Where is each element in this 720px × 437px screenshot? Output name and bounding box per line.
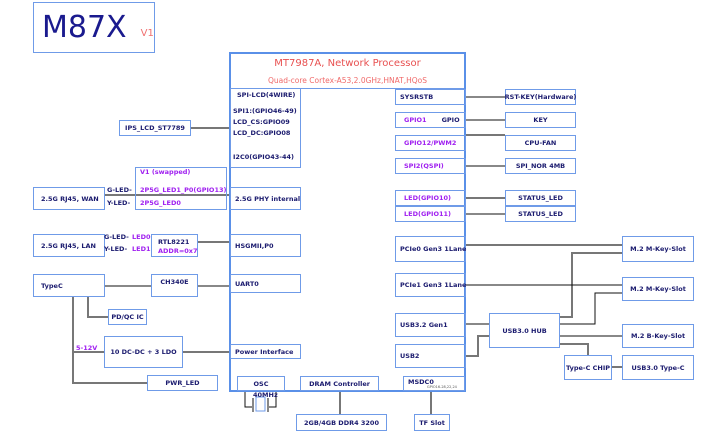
wan-port: 2.5G RJ45, WAN [33, 187, 105, 210]
wan-y-led: Y-LED- [107, 199, 131, 207]
osc: OSC [237, 376, 285, 391]
status-led-1: STATUS_LED [505, 190, 576, 206]
lcd-dc: LCD_DC:GPIO08 [233, 129, 291, 137]
soc-box: MT7987A, Network Processor Quad-core Cor… [229, 52, 466, 392]
key: KEY [505, 112, 576, 128]
m2-mkey-slot-2: M.2 M-Key-Slot [622, 277, 694, 301]
lan-led0: LED0 [132, 233, 151, 241]
title-box: M87X V1 [33, 2, 155, 53]
wan-g-led: G-LED- [107, 186, 132, 194]
ch340e: CH340E [151, 274, 198, 297]
dram-controller: DRAM Controller [300, 376, 379, 391]
typec-chip: Type-C CHIP [564, 355, 612, 380]
rtl8221-box: RTL8221 ADDR=0x7 [151, 234, 198, 257]
product-name: M87X [42, 10, 127, 45]
voltage-label: 5-12V [76, 344, 98, 352]
usb3-typec: USB3.0 Type-C [622, 355, 694, 380]
pdqc-ic: PD/QC IC [108, 309, 147, 325]
rtl8221: RTL8221 [158, 238, 190, 246]
rtl-addr: ADDR=0x7 [158, 247, 198, 255]
ddr-memory: 2GB/4GB DDR4 3200 [296, 414, 387, 431]
pcie1: PCIe1 Gen3 1Lane [395, 273, 466, 297]
spi1: SPI1:(GPIO46-49) [233, 107, 297, 115]
i2c0: I2C0(GPIO43-44) [233, 153, 295, 161]
lan-led1: LED1 [132, 245, 151, 253]
m2-mkey-slot-1: M.2 M-Key-Slot [622, 236, 694, 262]
spi-lcd-head: SPI-LCD(4WIRE) [237, 91, 296, 99]
typec-port: TypeC [33, 274, 105, 297]
soc-name: MT7987A, Network Processor [274, 58, 421, 69]
gpio-label: GPIO [441, 116, 460, 124]
ips-lcd-box: IPS_LCD_ST7789 [119, 120, 191, 136]
dcdc-box: 10 DC-DC + 3 LDO [104, 336, 183, 368]
led-gpio10: LED(GPIO10) [395, 190, 466, 206]
swap-box: V1 (swapped) 2P5G_LED1_P0(GPIO13) 2P5G_L… [135, 167, 227, 210]
m2-bkey-slot: M.2 B-Key-Slot [622, 324, 694, 348]
lan-port: 2.5G RJ45, LAN [33, 234, 105, 257]
spi2-qspi: SPI2(QSPI) [395, 158, 466, 174]
cpu-fan: CPU-FAN [505, 135, 576, 151]
power-interface: Power Interface [230, 344, 301, 359]
sysrstb: SYSRSTB [395, 89, 466, 105]
lan-g-led: G-LED- [104, 233, 129, 241]
gpio1: GPIO1 [404, 116, 427, 124]
wan-led0: 2P5G_LED0 [140, 199, 181, 207]
uart0: UART0 [230, 274, 301, 293]
msdc0: MSDC0 [403, 376, 465, 391]
gpio12-pwm2: GPIO12/PWM2 [395, 135, 466, 151]
status-led-2: STATUS_LED [505, 206, 576, 222]
pcie0: PCIe0 Gen3 1Lane [395, 236, 466, 262]
msdc-gpio: GPIO16-28,22,24 [427, 385, 457, 389]
version: V1 [140, 28, 154, 39]
spi-lcd-box: SPI-LCD(4WIRE) SPI1:(GPIO46-49) LCD_CS:G… [230, 88, 301, 168]
soc-desc: Quad-core Cortex-A53,2.0GHz,HNAT,HQoS [267, 76, 428, 85]
pwr-led: PWR_LED [147, 375, 218, 391]
hsgmii: HSGMII,P0 [230, 234, 301, 257]
spi-nor: SPI_NOR 4MB [505, 158, 576, 174]
usb2: USB2 [395, 344, 466, 368]
usb3-hub: USB3.0 HUB [489, 313, 560, 348]
rst-key: RST-KEY(Hardware) [505, 89, 576, 105]
gpio1-box: GPIO1 GPIO [395, 112, 466, 128]
tf-slot: TF Slot [414, 414, 450, 431]
led-gpio11: LED(GPIO11) [395, 206, 466, 222]
osc-freq: 40MHz [253, 391, 278, 399]
phy-internal: 2.5G PHY internal [230, 187, 301, 210]
usb32-gen1: USB3.2 Gen1 [395, 313, 466, 337]
lcd-cs: LCD_CS:GPIO09 [233, 118, 290, 126]
lan-y-led: Y-LED- [104, 245, 128, 253]
swap-label: V1 (swapped) [140, 168, 191, 176]
wan-led1: 2P5G_LED1_P0(GPIO13) [140, 186, 227, 194]
